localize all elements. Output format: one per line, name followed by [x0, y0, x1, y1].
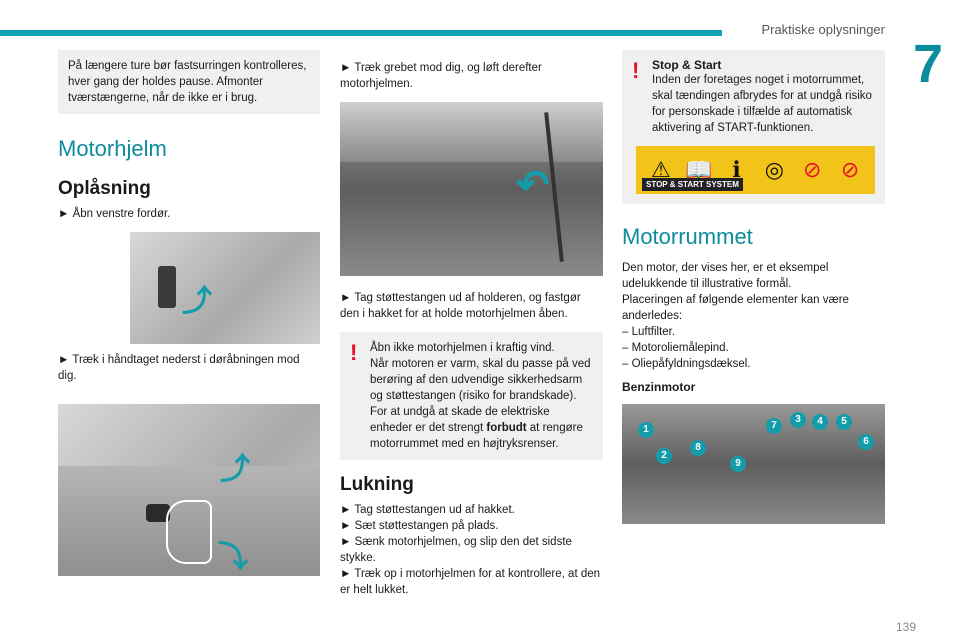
note-box: På længere ture bør fastsurringen kontro… — [58, 50, 320, 114]
stop-start-title: Stop & Start — [652, 58, 722, 72]
column-1: På længere ture bør fastsurringen kontro… — [58, 50, 320, 576]
column-2: ► Træk grebet mod dig, og løft derefter … — [340, 50, 603, 598]
warning-icon: ! — [632, 58, 640, 83]
section-title-motorrummet: Motorrummet — [622, 224, 753, 249]
closing-steps: ► Tag støttestangen ud af hakket. ► Sæt … — [340, 502, 603, 598]
section-title-motorhjelm: Motorhjelm — [58, 136, 167, 161]
callout-4: 4 — [812, 414, 828, 430]
list-item: ► Sænk motorhjelmen, og slip den det sid… — [340, 536, 572, 564]
arrow-up-icon: ⤴ — [220, 453, 250, 486]
stop-start-label: STOP & START SYSTEM — [642, 178, 743, 191]
arrow-up-icon: ⤴ — [182, 285, 212, 318]
no-smoking-icon: ⊘ — [840, 157, 860, 182]
stop-start-text: Inden der foretages noget i motorrummet,… — [652, 74, 872, 134]
warning-triangle-icon: ⚠ — [651, 157, 671, 182]
note-text: På længere ture bør fastsurringen kontro… — [68, 60, 307, 104]
hood-release-illustration: ⤴ ⤵ — [58, 404, 320, 576]
list-item: – Motoroliemålepind. — [622, 342, 729, 354]
list-item: – Luftfilter. — [622, 326, 676, 338]
column-3: ! Stop & Start Inden der foretages noget… — [622, 50, 885, 524]
step-text: ► Tag støttestangen ud af holderen, og f… — [340, 292, 581, 320]
callout-5: 5 — [836, 414, 852, 430]
warning-icon: ! — [350, 340, 358, 365]
list-item: – Oliepåfyldningsdæksel. — [622, 358, 751, 370]
callout-6: 6 — [858, 434, 874, 450]
no-pacemaker-icon: ⊘ — [803, 157, 822, 182]
door-handle-illustration: ⤴ — [130, 232, 320, 344]
callout-9: 9 — [730, 456, 746, 472]
handle-shape — [158, 266, 176, 308]
hood-open-illustration: ↶ — [340, 102, 603, 276]
callout-3: 3 — [790, 412, 806, 428]
chapter-number: 7 — [896, 32, 960, 96]
hood-underside — [340, 102, 603, 162]
callout-8: 8 — [690, 440, 706, 456]
warning-box: ! Åbn ikke motorhjelmen i kraftig vind. … — [340, 332, 603, 460]
list-item: ► Tag støttestangen ud af hakket. — [340, 504, 515, 516]
header-accent-bar — [0, 30, 722, 36]
warning-text: Åbn ikke motorhjelmen i kraftig vind. — [370, 342, 555, 354]
info-icon: ℹ — [732, 157, 741, 182]
lever-shape — [146, 504, 170, 522]
pictogram-strip: ⚠ 📖 ℹ ◎ ⊘ ⊘ STOP & START SYSTEM — [636, 146, 875, 194]
step-text: ► Træk i håndtaget nederst i døråbningen… — [58, 354, 300, 382]
engine-bay-illustration: 1 2 3 4 5 6 7 8 9 — [622, 404, 885, 524]
running-header: Praktiske oplysninger — [761, 22, 885, 37]
coil-icon: ◎ — [764, 157, 784, 182]
step-text: ► Åbn venstre fordør. — [58, 208, 171, 220]
arrow-down-icon: ⤵ — [218, 541, 248, 574]
hand-outline — [166, 500, 212, 564]
list-item: ► Træk op i motorhjelmen for at kontroll… — [340, 568, 601, 596]
callout-2: 2 — [656, 448, 672, 464]
benzinmotor-heading: Benzinmotor — [622, 380, 696, 394]
subsection-title-oplaasning: Oplåsning — [58, 178, 151, 199]
grille-shape — [58, 466, 320, 576]
warning-text: Når motoren er varm, skal du passe på ve… — [370, 358, 591, 402]
callout-1: 1 — [638, 422, 654, 438]
step-text: ► Træk grebet mod dig, og løft derefter … — [340, 62, 542, 90]
arrow-curve-icon: ↶ — [516, 163, 550, 207]
intro-text: Den motor, der vises her, er et eksempel… — [622, 262, 829, 290]
page-number: 139 — [895, 620, 916, 634]
warning-text: For at undgå at skade de elektriske enhe… — [370, 406, 583, 450]
intro-text: Placeringen af følgende elementer kan væ… — [622, 294, 849, 322]
callout-7: 7 — [766, 418, 782, 434]
subsection-title-lukning: Lukning — [340, 474, 414, 495]
manual-book-icon: 📖 — [685, 157, 713, 182]
list-item: ► Sæt støttestangen på plads. — [340, 520, 499, 532]
stop-start-box: ! Stop & Start Inden der foretages noget… — [622, 50, 885, 204]
